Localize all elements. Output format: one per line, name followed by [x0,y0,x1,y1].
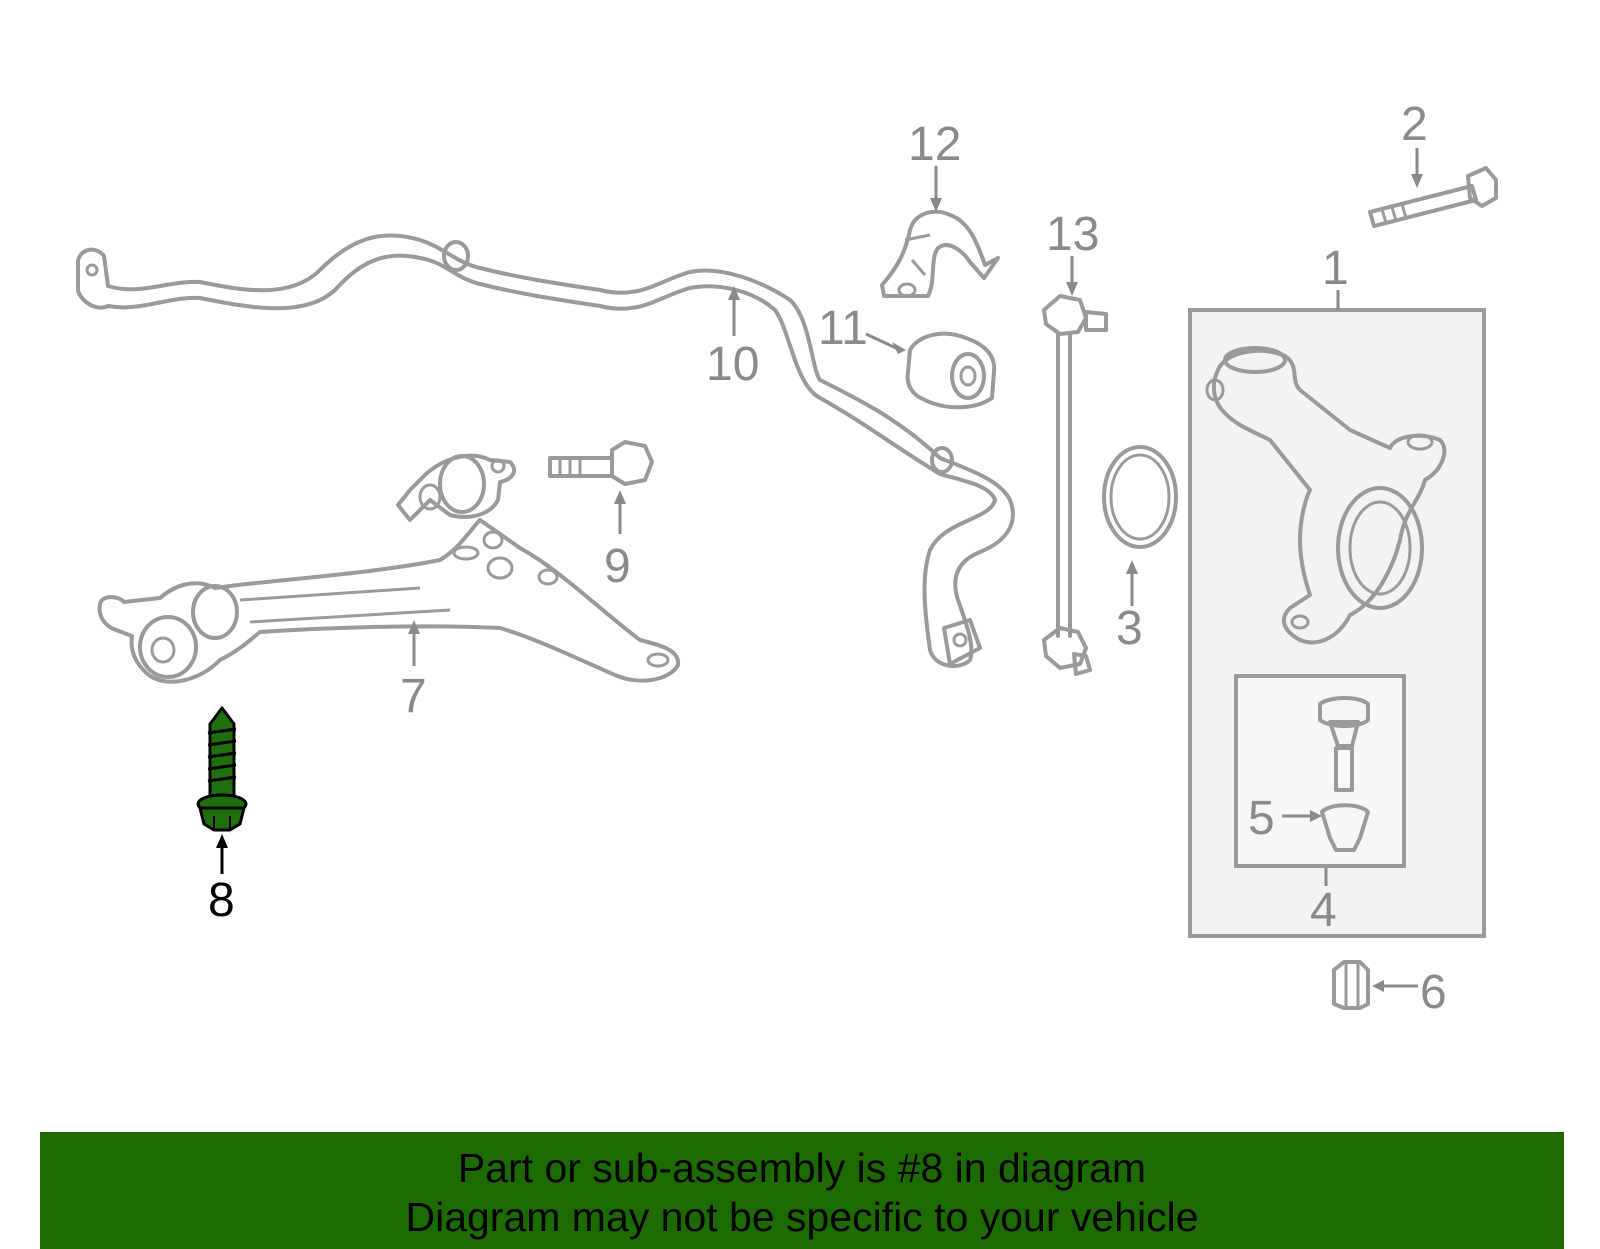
stabilizer-bar [76,233,1015,668]
callout-5: 5 [1248,792,1275,845]
callout-7: 7 [400,670,427,723]
stabilizer-bushing [905,331,997,410]
callout-4: 4 [1310,884,1337,937]
lower-control-arm [97,453,681,684]
stabilizer-link [1042,294,1108,676]
callout-11: 11 [818,302,868,355]
callout-10: 10 [706,338,759,391]
leader-lines [216,148,1423,992]
callout-9: 9 [604,540,631,593]
callout-1: 1 [1322,242,1349,295]
callout-13: 13 [1046,208,1099,261]
callout-8[interactable]: 8 [208,874,235,927]
bolt-2 [1368,166,1498,228]
highlighted-bolt-8[interactable] [196,706,248,832]
callout-12: 12 [908,118,961,171]
callout-labels: 1 2 3 4 5 6 7 8 9 10 11 12 13 [208,98,1447,1019]
nut-6 [1332,960,1370,1010]
info-banner: Part or sub-assembly is #8 in diagram Di… [40,1132,1564,1249]
callout-2: 2 [1401,98,1428,151]
knuckle-assembly-box [1188,308,1486,938]
dust-seal [1102,445,1178,549]
bolt-9 [548,440,654,486]
callout-6: 6 [1420,966,1447,1019]
banner-line-part: Part or sub-assembly is #8 in diagram [457,1145,1147,1191]
stabilizer-bracket [880,209,1000,298]
banner-line-disclaimer: Diagram may not be specific to your vehi… [405,1194,1199,1240]
callout-3: 3 [1116,602,1143,655]
